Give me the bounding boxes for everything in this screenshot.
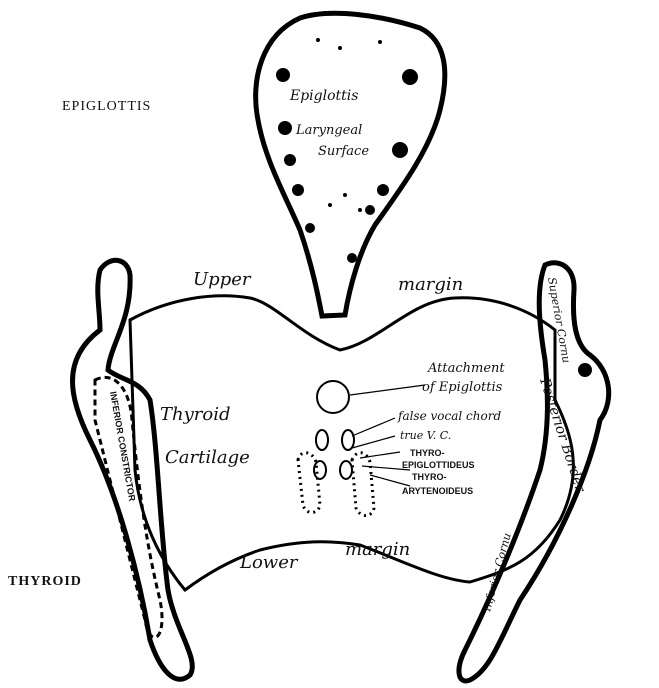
thyro-ary-label-1: THYRO-	[412, 472, 447, 482]
true-vocal-cord-label: true V. C.	[400, 429, 451, 442]
thyro-epi-label-1: THYRO-	[410, 448, 445, 458]
attachment-label: Attachment	[427, 361, 505, 376]
upper-label: Upper	[193, 269, 252, 290]
laryngeal-label: Laryngeal	[295, 123, 362, 138]
epiglottis-label: Epiglottis	[289, 88, 358, 104]
inferior-cornu-label: Inferior Cornu	[480, 532, 514, 614]
false-vocal-cord-left	[316, 430, 328, 450]
thyro-arytenoideus-right	[352, 453, 374, 516]
epiglottis-heading: EPIGLOTTIS	[62, 99, 151, 114]
epiglottis-shape	[256, 13, 445, 316]
right-cornu-dot	[578, 363, 592, 377]
thyro-ary-label-2: ARYTENOIDEUS	[402, 486, 473, 496]
lower-margin-label: margin	[345, 539, 410, 560]
right-cornu	[459, 263, 609, 681]
thyroid-heading: THYROID	[8, 574, 82, 589]
lower-label: Lower	[239, 552, 299, 573]
thyro-epi-label-2: EPIGLOTTIDEUS	[402, 460, 475, 470]
cartilage-label: Cartilage	[165, 447, 250, 468]
superior-cornu-label: Superior Cornu	[545, 276, 573, 364]
epiglottis-attachment-circle	[317, 381, 349, 413]
surface-label: Surface	[318, 144, 369, 159]
true-vocal-cord-left	[314, 461, 326, 479]
upper-margin-label: margin	[398, 274, 463, 295]
false-vocal-cord-right	[342, 430, 354, 450]
true-vocal-cord-right	[340, 461, 352, 479]
thyroid-label: Thyroid	[160, 404, 231, 425]
false-vocal-chord-label: false vocal chord	[397, 409, 501, 423]
of-epiglottis-label: of Epiglottis	[422, 380, 503, 395]
